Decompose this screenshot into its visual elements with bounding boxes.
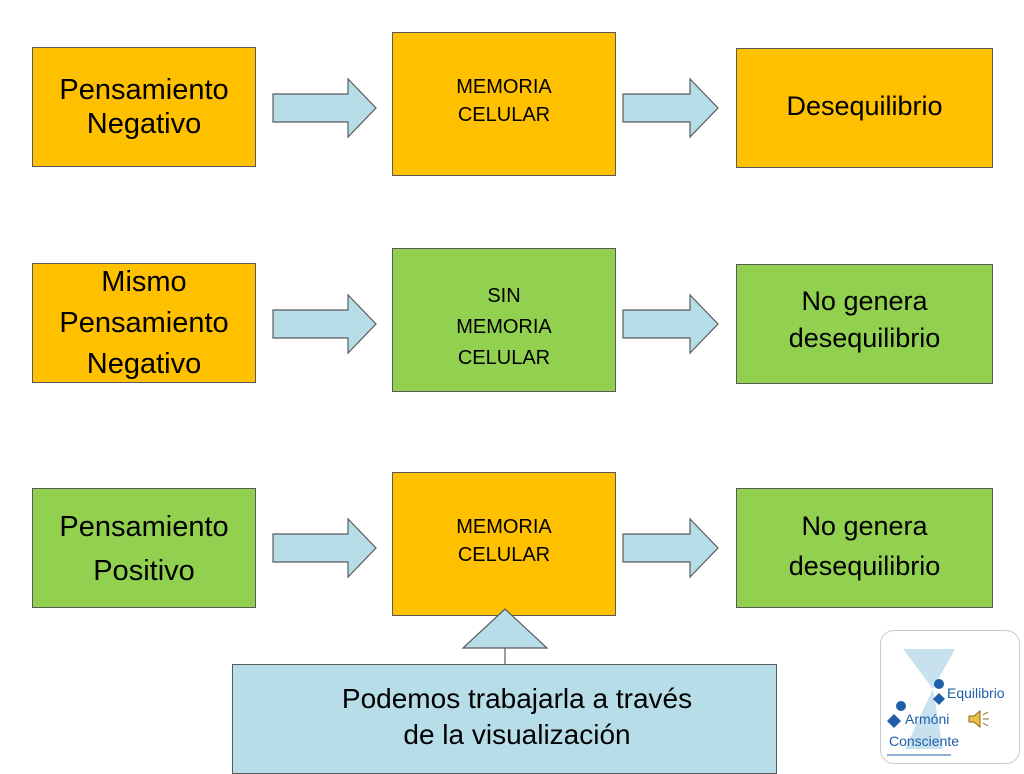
arrow-right-icon	[272, 293, 377, 355]
box-mismo-pensamiento-negativo: Mismo Pensamiento Negativo	[32, 263, 256, 383]
box-label: SIN MEMORIA CELULAR	[456, 285, 552, 369]
box-label: No genera desequilibrio	[788, 511, 941, 581]
callout-box: Podemos trabajarla a través de la visual…	[232, 664, 777, 774]
callout-text: Podemos trabajarla a través de la visual…	[341, 683, 693, 750]
box-sin-memoria-celular: SIN MEMORIA CELULAR	[392, 248, 616, 392]
box-label: Pensamiento Positivo	[59, 511, 229, 587]
box-memoria-celular: MEMORIA CELULAR	[392, 472, 616, 616]
logo-word-equilibrio: Equilibrio	[947, 685, 1005, 701]
callout-pointer-icon	[461, 608, 549, 664]
arrow-right-icon	[272, 77, 377, 139]
box-pensamiento-negativo: Pensamiento Negativo	[32, 47, 256, 167]
logo: Equilibrio Armóni Consciente	[880, 630, 1020, 764]
box-label: Pensamiento Negativo	[59, 74, 229, 140]
box-label: Mismo Pensamiento Negativo	[59, 265, 229, 380]
box-pensamiento-positivo: Pensamiento Positivo	[32, 488, 256, 608]
arrow-right-icon	[622, 77, 719, 139]
arrow-right-icon	[272, 517, 377, 579]
arrow-right-icon	[622, 517, 719, 579]
box-label: Desequilibrio	[786, 91, 943, 121]
logo-word-armoni: Armóni	[905, 711, 950, 727]
box-label: MEMORIA CELULAR	[456, 76, 552, 126]
box-desequilibrio: Desequilibrio	[736, 48, 993, 168]
box-no-genera-desequilibrio: No genera desequilibrio	[736, 488, 993, 608]
logo-graphic-icon	[887, 649, 955, 756]
arrow-right-icon	[622, 293, 719, 355]
box-no-genera-desequilibrio: No genera desequilibrio	[736, 264, 993, 384]
box-label: No genera desequilibrio	[788, 286, 941, 353]
box-label: MEMORIA CELULAR	[456, 516, 552, 566]
box-memoria-celular: MEMORIA CELULAR	[392, 32, 616, 176]
speaker-icon[interactable]	[967, 708, 991, 730]
logo-word-consciente: Consciente	[889, 733, 960, 749]
